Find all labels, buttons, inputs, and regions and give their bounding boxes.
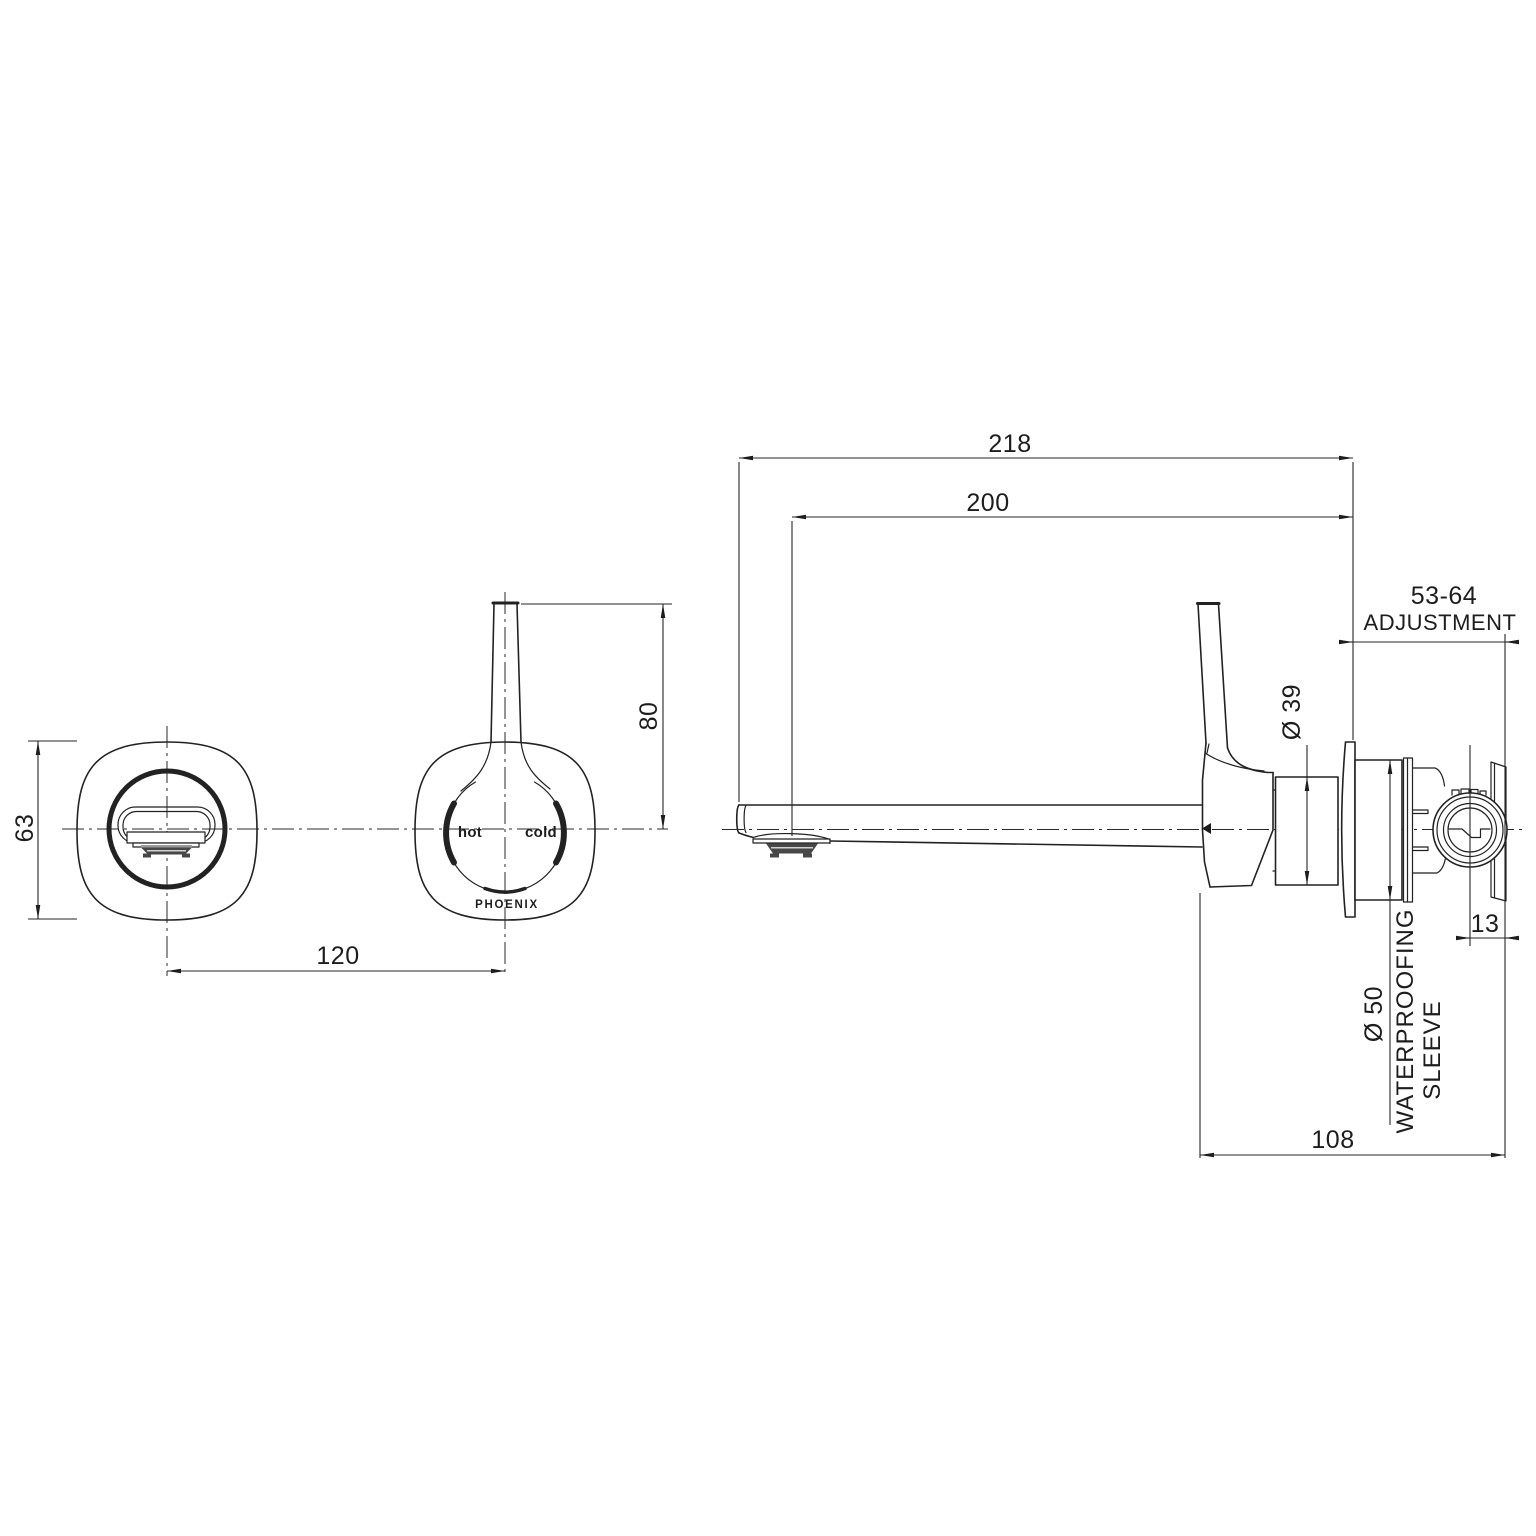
dim-120: 120 xyxy=(167,942,505,974)
cartridge-serrations xyxy=(1451,788,1487,796)
dim-adjustment-range-text: 53-64 xyxy=(1411,582,1477,610)
handle-side xyxy=(1196,602,1277,888)
dim-218-text: 218 xyxy=(988,430,1031,458)
body-seam-curve xyxy=(1204,752,1265,772)
dim-adjustment: 53-64 ADJUSTMENT xyxy=(1339,582,1519,645)
body-face-arrow xyxy=(1202,823,1211,834)
mixer-backplate: hot cold PHOENIX xyxy=(414,601,596,921)
aerator-side xyxy=(766,843,818,858)
spout-nozzle-tray xyxy=(126,831,206,844)
dim-dia50: Ø 50 xyxy=(1360,760,1393,1125)
dim-13-text: 13 xyxy=(1471,910,1500,938)
dim-dia39: Ø 39 xyxy=(1278,684,1310,885)
brand-label: PHOENIX xyxy=(475,899,539,911)
mixer-circle-left-shadow xyxy=(443,800,457,866)
dim-200: 200 xyxy=(792,489,1353,520)
side-handle-left-edge xyxy=(1197,603,1207,744)
cold-label: cold xyxy=(525,824,557,841)
handle-shaft-left-edge xyxy=(490,603,495,743)
dim-80: 80 xyxy=(521,603,672,829)
dim-200-text: 200 xyxy=(966,489,1009,517)
mixer-plate-outline xyxy=(414,741,596,921)
front-view: hot cold PHOENIX xyxy=(62,592,668,976)
spout-tip-inner-cap xyxy=(743,804,747,834)
valve-bracket xyxy=(1411,767,1447,874)
dim-dia39-text: Ø 39 xyxy=(1278,684,1306,740)
handle-flare-right xyxy=(520,741,551,790)
handle-shaft-right-edge xyxy=(516,603,522,743)
body-front-seam xyxy=(1206,743,1210,754)
aerator-front xyxy=(141,845,192,858)
dim-dia50-text: Ø 50 xyxy=(1360,986,1388,1042)
body-right-edge xyxy=(1209,771,1274,888)
mixer-sleeve xyxy=(1354,759,1403,901)
spout-backplate xyxy=(76,741,258,921)
dim-adjustment-word-text: ADJUSTMENT xyxy=(1364,610,1517,635)
side-handle-right-edge xyxy=(1217,603,1229,749)
mixer-circle-bottom-shadow xyxy=(483,886,527,894)
side-view xyxy=(722,602,1522,946)
cartridge-slot xyxy=(1448,828,1491,839)
dim-80-text: 80 xyxy=(635,702,663,731)
dim-108: 108 xyxy=(1200,1126,1505,1158)
spout-tip-cap xyxy=(735,804,740,834)
dim-218: 218 xyxy=(739,430,1353,461)
hot-label: hot xyxy=(458,824,482,841)
wall-flange xyxy=(1340,741,1356,918)
body-front-edge xyxy=(1201,742,1211,888)
aerator-tray-side xyxy=(752,838,831,845)
waterproofing-text: WATERPROOFING xyxy=(1392,909,1419,1134)
handle-flare-left xyxy=(460,741,492,792)
dim-13: 13 xyxy=(1456,910,1519,941)
sleeve-text: SLEEVE xyxy=(1419,1000,1446,1099)
mixer-circle-right-shadow xyxy=(553,800,567,866)
spout-bottom-edge-tip xyxy=(738,832,754,839)
dim-120-text: 120 xyxy=(316,942,359,970)
aerator-housing-curve xyxy=(752,832,831,841)
dimensions: 218 200 63 120 80 53-64 xyxy=(11,430,1519,1158)
dim-63-text: 63 xyxy=(11,814,39,843)
dim-63: 63 xyxy=(11,740,77,920)
spout-plate-outline xyxy=(76,741,258,921)
dim-108-text: 108 xyxy=(1311,1126,1354,1154)
body-top-ledge xyxy=(1226,747,1274,774)
spout-bottom-edge xyxy=(829,840,1203,848)
spout-side xyxy=(735,804,1203,858)
label-waterproofing-sleeve: WATERPROOFING SLEEVE xyxy=(1392,909,1446,1134)
spout-ring xyxy=(106,768,228,890)
